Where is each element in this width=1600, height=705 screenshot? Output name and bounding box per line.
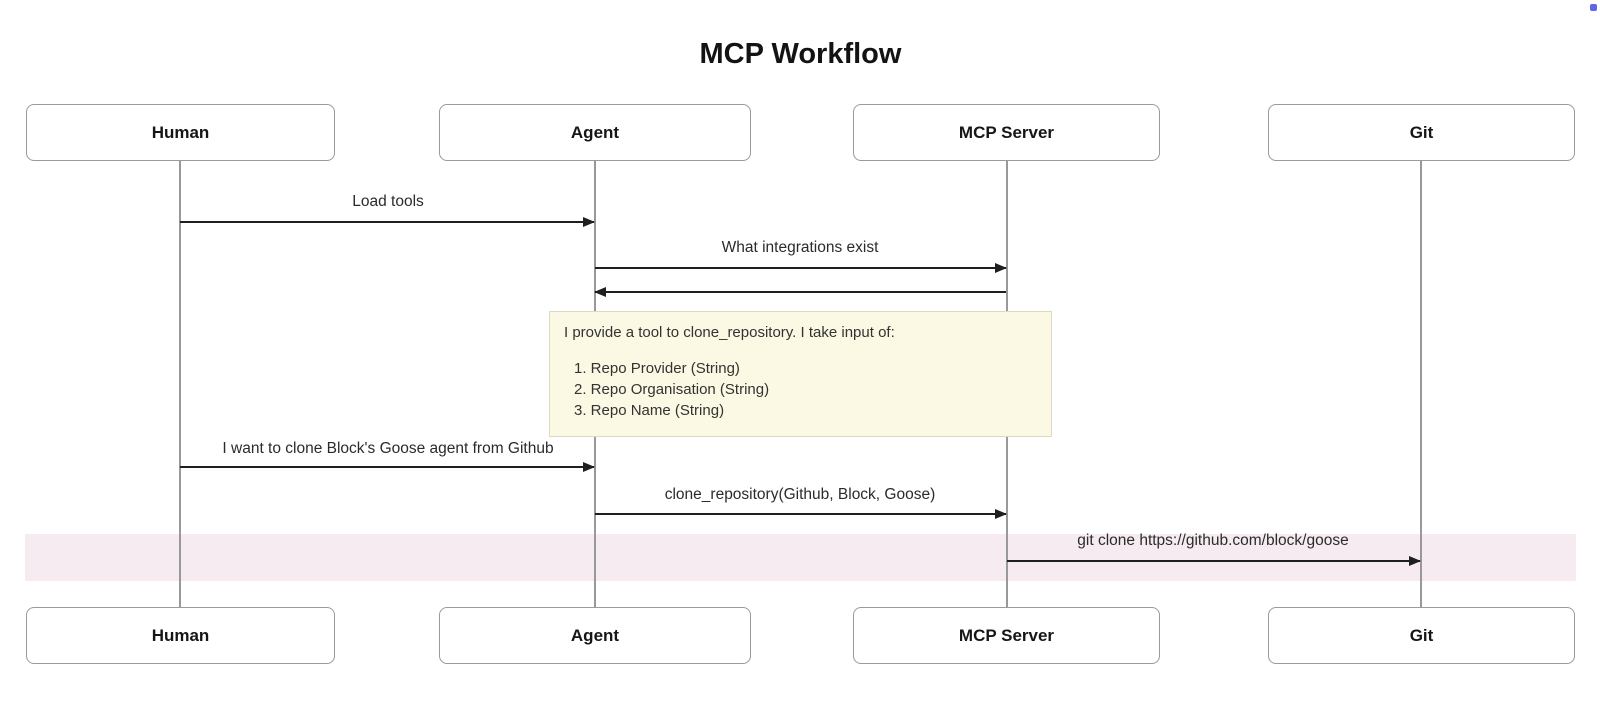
corner-dot-decoration	[1590, 4, 1597, 11]
actor-human-label: Human	[151, 122, 210, 142]
actor-agent-bottom: Agent	[439, 607, 751, 664]
message-label-clone-request: I want to clone Block's Goose agent from…	[222, 440, 554, 457]
arrowhead-icon	[995, 509, 1007, 519]
actor-git-label: Git	[1409, 625, 1434, 645]
note-intro: I provide a tool to clone_repository. I …	[564, 324, 895, 341]
actor-mcp-server-label: MCP Server	[958, 625, 1055, 645]
actor-human-bottom: Human	[26, 607, 335, 664]
actor-git-label: Git	[1409, 122, 1434, 142]
actor-mcp-server-top: MCP Server	[853, 104, 1160, 161]
message-arrow-return	[594, 287, 1006, 297]
note-item: 2. Repo Organisation (String)	[574, 381, 770, 398]
lifeline-human	[179, 160, 181, 608]
arrowhead-icon	[583, 462, 595, 472]
message-label-load-tools: Load tools	[352, 193, 424, 210]
diagram-title: MCP Workflow	[699, 38, 902, 70]
arrowhead-icon	[995, 263, 1007, 273]
actor-git-top: Git	[1268, 104, 1575, 161]
actor-human-label: Human	[151, 625, 210, 645]
note-clone-repository: I provide a tool to clone_repository. I …	[549, 311, 1052, 437]
arrowhead-icon	[1409, 556, 1421, 566]
arrowhead-icon	[583, 217, 595, 227]
message-label-git-clone: git clone https://github.com/block/goose	[1077, 532, 1349, 549]
message-arrow-git-clone	[1007, 556, 1421, 566]
message-label-clone-repository-call: clone_repository(Github, Block, Goose)	[664, 486, 936, 503]
lifeline-git	[1420, 160, 1422, 608]
arrowhead-icon	[594, 287, 606, 297]
highlight-band	[25, 534, 1576, 581]
message-arrow-clone-repository-call	[595, 509, 1007, 519]
message-label-what-integrations: What integrations exist	[721, 239, 879, 256]
message-arrow-clone-request	[180, 462, 595, 472]
actor-git-bottom: Git	[1268, 607, 1575, 664]
actor-agent-top: Agent	[439, 104, 751, 161]
actor-mcp-server-label: MCP Server	[958, 122, 1055, 142]
message-arrow-load-tools	[180, 217, 595, 227]
note-item: 1. Repo Provider (String)	[574, 360, 740, 377]
actor-agent-label: Agent	[570, 122, 620, 142]
note-item: 3. Repo Name (String)	[574, 402, 725, 419]
actor-mcp-server-bottom: MCP Server	[853, 607, 1160, 664]
actor-agent-label: Agent	[570, 625, 620, 645]
message-arrow-what-integrations	[595, 263, 1007, 273]
actor-human-top: Human	[26, 104, 335, 161]
note-items: 1. Repo Provider (String) 2. Repo Organi…	[564, 358, 1037, 421]
